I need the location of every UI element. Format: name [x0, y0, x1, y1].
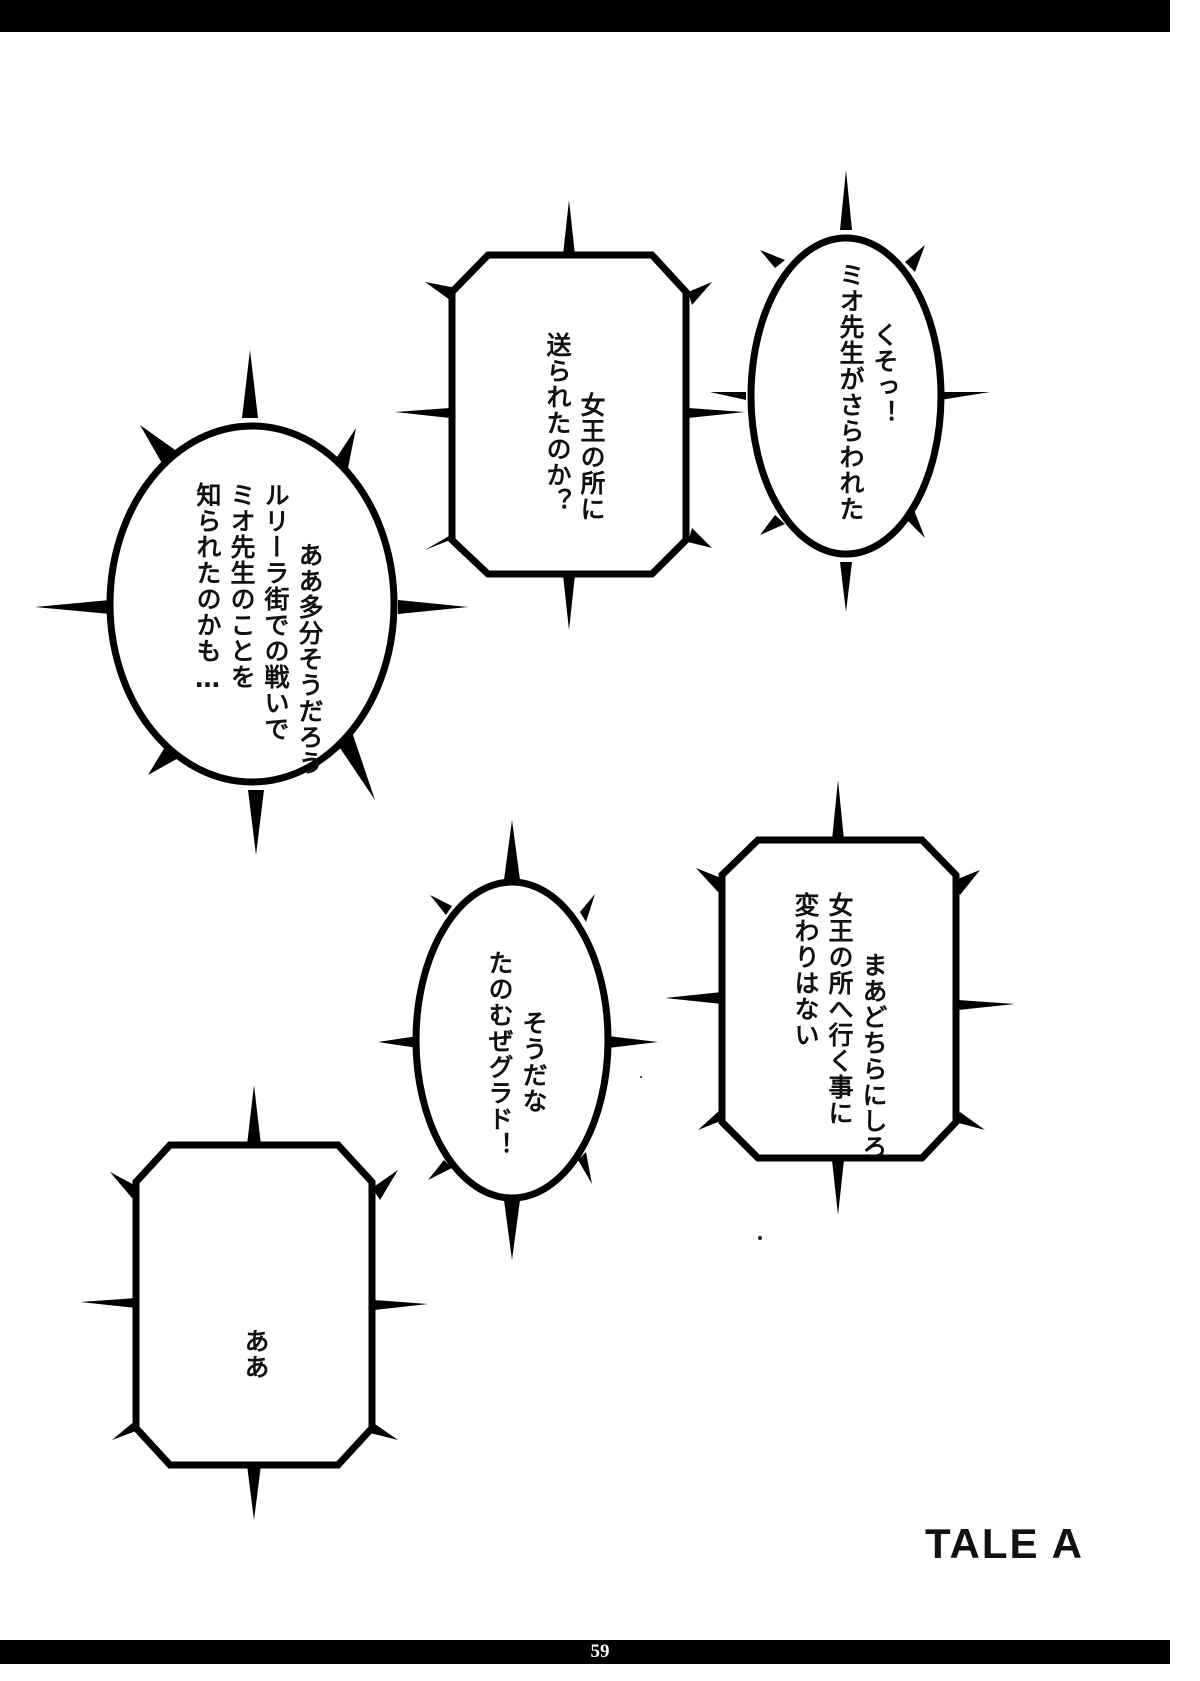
page-number: 59	[590, 1641, 610, 1662]
bubble-1-outline	[747, 234, 945, 558]
bubble-4-line-3: 変わりはない	[791, 892, 820, 1048]
bubble-2-text: 女王の所に送られたのか？	[540, 332, 642, 532]
bubble-5-text: そうだなたのむぜグラド！	[482, 950, 584, 1158]
chapter-label: TALE A	[925, 1520, 1084, 1567]
bubble-3-outline	[106, 422, 398, 786]
bubble-2-outline	[448, 251, 690, 578]
bubble-4-line-1: まあどちらにしろ	[859, 952, 888, 1160]
bubble-4-text: まあどちらにしろ女王の所へ行く事に変わりはない	[788, 892, 924, 1160]
bubble-3-text: ああ多分そうだろうルリーラ街での戦いでミオ先生のことを知られたのかも…	[190, 482, 360, 776]
bubble-2-spikes	[395, 200, 745, 630]
bubble-6-spikes	[80, 1085, 428, 1520]
bubble-4-outline	[718, 836, 960, 1162]
bubble-6-line-1: ああ	[241, 1328, 270, 1380]
bubble-1-line-1: くそっ！	[870, 322, 899, 426]
bubble-3-line-1: ああ多分そうだろう	[295, 542, 324, 776]
top-border-bar	[0, 0, 1170, 32]
ink-speck	[758, 1236, 762, 1240]
bubble-5-line-2: たのむぜグラド！	[485, 950, 514, 1158]
bubble-5-spikes	[378, 820, 658, 1260]
bottom-border-bar	[0, 1640, 1170, 1664]
bubble-1-text: くそっ！ミオ先生がさらわれた	[833, 262, 935, 542]
bubble-2-line-1: 女王の所に	[577, 392, 606, 522]
bubble-1-line-2: ミオ先生がさらわれた	[836, 262, 865, 522]
bubble-2-line-2: 送られたのか？	[543, 332, 572, 514]
bubble-5-line-1: そうだな	[519, 1010, 548, 1114]
bubble-6-outline	[132, 1141, 376, 1469]
bubble-3-line-4: 知られたのかも…	[193, 482, 222, 694]
bubble-4-line-2: 女王の所へ行く事に	[825, 892, 854, 1126]
bubble-6-text: ああ	[238, 1268, 306, 1380]
ink-speck	[640, 1076, 642, 1078]
bubble-5-outline	[412, 878, 612, 1202]
bubble-3-line-2: ルリーラ街での戦いで	[261, 482, 290, 742]
bubble-3-line-3: ミオ先生のことを	[227, 482, 256, 690]
